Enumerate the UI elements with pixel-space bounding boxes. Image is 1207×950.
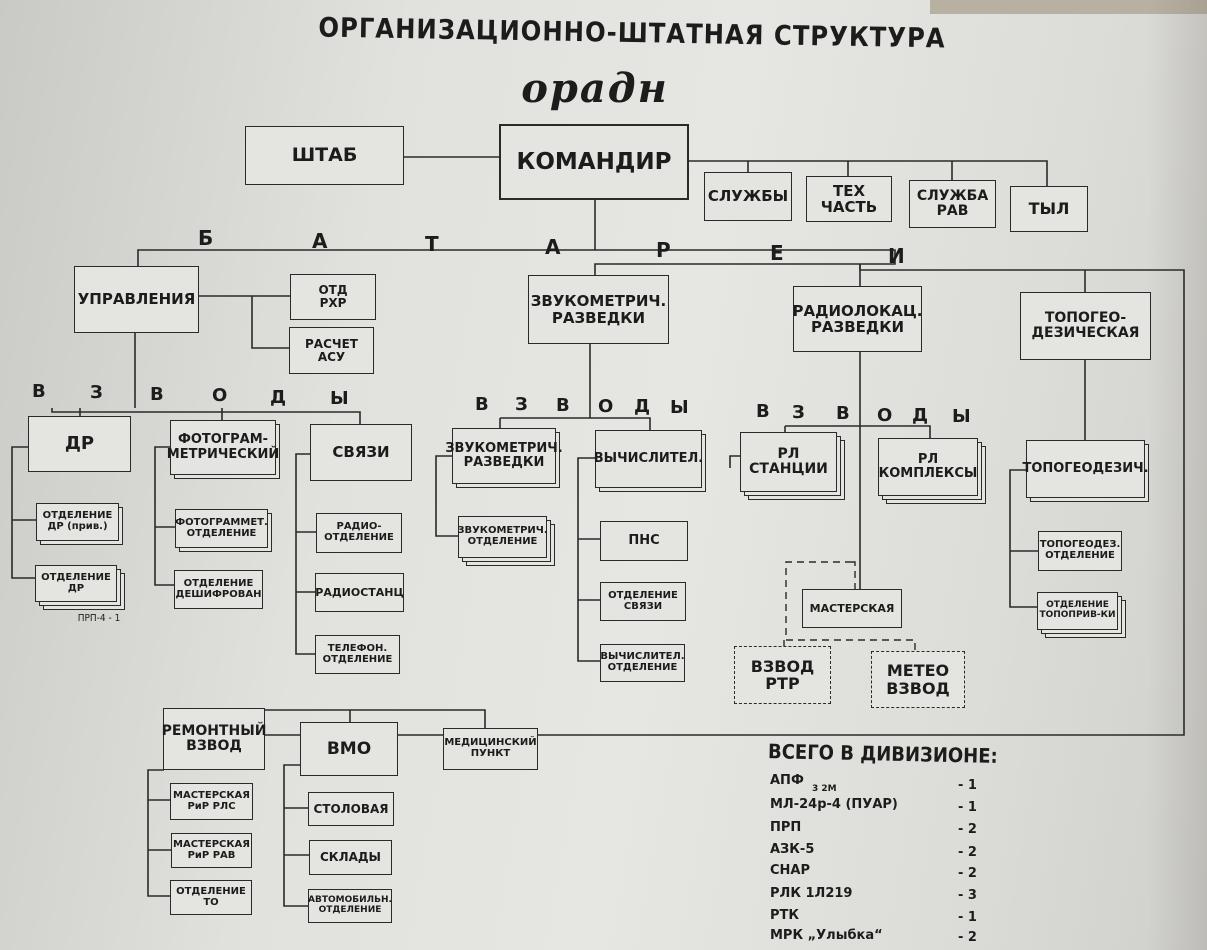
- platoons-letter: В: [475, 394, 489, 415]
- meteo-platoon-box: МЕТЕО ВЗВОД: [871, 651, 965, 708]
- rtr-platoon-box: ВЗВОД РТР: [734, 646, 831, 704]
- platoon-computing-box: ВЫЧИСЛИТЕЛ.: [594, 430, 703, 488]
- rear-box: ТЫЛ: [1010, 186, 1088, 232]
- battery-sound-ranging-box: ЗВУКОМЕТРИЧ. РАЗВЕДКИ: [528, 275, 669, 344]
- radar-workshop-box: МАСТЕРСКАЯ: [802, 589, 902, 628]
- telephone-section-box: ТЕЛЕФОН. ОТДЕЛЕНИЕ: [315, 635, 400, 674]
- topo-referencing-section-box: ОТДЕЛЕНИЕ ТОПОПРИВ-КИ: [1037, 592, 1118, 630]
- services-box: СЛУЖБЫ: [704, 172, 792, 221]
- platoons-letter: Д: [270, 387, 287, 408]
- platoons-letter: Ы: [330, 388, 349, 409]
- batteries-letter: А: [545, 235, 561, 259]
- battery-management-box: УПРАВЛЕНИЯ: [74, 266, 199, 333]
- batteries-letter: Е: [770, 241, 784, 265]
- batteries-letter: А: [312, 229, 328, 253]
- platoons-letter: В: [756, 401, 770, 422]
- total-row-sub: 3 2М: [812, 784, 837, 794]
- total-row-value: - 2: [958, 822, 977, 837]
- total-row-name: МЛ-24р-4 (ПУАР): [770, 797, 898, 812]
- decoding-section-box: ОТДЕЛЕНИЕ ДЕШИФРОВАН: [174, 570, 263, 609]
- batteries-letter: И: [888, 244, 905, 268]
- total-row-name: МРК „Улыбка“: [770, 928, 883, 943]
- warehouses-box: СКЛАДЫ: [309, 840, 392, 875]
- platoons-letter: В: [836, 403, 850, 424]
- total-row-name: СНАР: [770, 863, 811, 878]
- total-row-name: РТК: [770, 908, 800, 923]
- vmo-box: ВМО: [300, 722, 398, 776]
- rhr-section-box: ОТД РХР: [290, 274, 376, 320]
- total-row-value: - 2: [958, 845, 977, 860]
- canteen-box: СТОЛОВАЯ: [308, 792, 394, 826]
- dr-note: ПРП-4 - 1: [77, 613, 121, 624]
- platoons-letter: О: [212, 385, 228, 406]
- battery-radar-box: РАДИОЛОКАЦ. РАЗВЕДКИ: [793, 286, 922, 352]
- platoon-radar-complexes-box: РЛ КОМПЛЕКСЫ: [878, 438, 978, 496]
- platoons-letter: З: [792, 402, 805, 423]
- maintenance-section-box: ОТДЕЛЕНИЕ ТО: [170, 880, 252, 915]
- platoons-letter: З: [90, 382, 103, 403]
- total-row-value: - 1: [958, 800, 977, 815]
- platoons-letter: Д: [634, 396, 651, 417]
- commander-box: КОМАНДИР: [499, 124, 689, 200]
- diagram-subtitle: орадн: [521, 65, 669, 112]
- batteries-letter: Б: [198, 226, 214, 250]
- platoons-letter: О: [598, 396, 614, 417]
- total-row-value: - 1: [958, 910, 977, 925]
- total-row-name: АЗК-5: [770, 842, 815, 857]
- total-row-name: ПРП: [770, 820, 802, 835]
- battery-topogeodetic-box: ТОПОГЕО- ДЕЗИЧЕСКАЯ: [1020, 292, 1151, 360]
- topogeodetic-section-box: ТОПОГЕОДЕЗ. ОТДЕЛЕНИЕ: [1038, 531, 1122, 571]
- platoons-letter: Д: [912, 405, 929, 426]
- pns-box: ПНС: [600, 521, 688, 561]
- medical-point-box: МЕДИЦИНСКИЙ ПУНКТ: [443, 728, 538, 770]
- rav-repair-workshop-box: МАСТЕРСКАЯ РиР РАВ: [171, 833, 252, 868]
- total-row-value: - 1: [958, 778, 977, 793]
- total-row-name: АПФ: [770, 773, 804, 788]
- total-row-name: РЛК 1Л219: [770, 886, 853, 901]
- total-row-value: - 2: [958, 866, 977, 881]
- platoons-letter: В: [150, 384, 164, 405]
- repair-platoon-box: РЕМОНТНЫЙ ВЗВОД: [162, 708, 266, 770]
- platoon-sound-recon-box: ЗВУКОМЕТРИЧ. РАЗВЕДКИ: [445, 428, 563, 484]
- dr-section-attached-box: ОТДЕЛЕНИЕ ДР (прив.): [36, 503, 119, 541]
- platoons-letter: В: [556, 395, 570, 416]
- radio-stations-box: РАДИОСТАНЦ: [315, 573, 404, 612]
- photogrammetric-section-box: ФОТОГРАММЕТ. ОТДЕЛЕНИЕ: [175, 509, 268, 548]
- signal-section-box: ОТДЕЛЕНИЕ СВЯЗИ: [600, 582, 686, 621]
- platoons-letter: З: [515, 394, 528, 415]
- totals-heading: ВСЕГО В ДИВИЗИОНЕ:: [767, 739, 998, 768]
- platoons-letter: В: [32, 381, 46, 402]
- platoon-topogeodetic-box: ТОПОГЕОДЕЗИЧ.: [1022, 440, 1149, 498]
- tech-part-box: ТЕХ ЧАСТЬ: [806, 176, 892, 222]
- background-strip: [930, 0, 1207, 14]
- platoons-letter: О: [877, 405, 893, 426]
- platoon-photogrammetric-box: ФОТОГРАМ- МЕТРИЧЕСКИЙ: [167, 420, 279, 475]
- dr-section-box: ОТДЕЛЕНИЕ ДР: [35, 565, 117, 602]
- total-row-value: - 2: [958, 930, 977, 945]
- computing-section-box: ВЫЧИСЛИТЕЛ. ОТДЕЛЕНИЕ: [600, 644, 685, 682]
- batteries-letter: Т: [425, 232, 439, 256]
- platoon-radar-stations-box: РЛ СТАНЦИИ: [740, 432, 837, 492]
- platoon-signals-box: СВЯЗИ: [310, 424, 412, 481]
- automobile-section-box: АВТОМОБИЛЬН. ОТДЕЛЕНИЕ: [308, 889, 392, 923]
- rav-service-box: СЛУЖБА РАВ: [909, 180, 996, 228]
- total-row-value: - 3: [958, 888, 977, 903]
- sound-ranging-section-box: ЗВУКОМЕТРИЧ. ОТДЕЛЕНИЕ: [457, 516, 548, 558]
- staff-box: ШТАБ: [245, 126, 404, 185]
- platoons-letter: Ы: [952, 406, 971, 427]
- asu-crew-box: РАСЧЕТ АСУ: [289, 327, 374, 374]
- platoons-letter: Ы: [670, 397, 689, 418]
- batteries-letter: Р: [656, 238, 671, 262]
- radio-section-box: РАДИО- ОТДЕЛЕНИЕ: [316, 513, 402, 553]
- radar-repair-workshop-box: МАСТЕРСКАЯ РиР РЛС: [170, 783, 253, 820]
- platoon-dr-box: ДР: [28, 416, 131, 472]
